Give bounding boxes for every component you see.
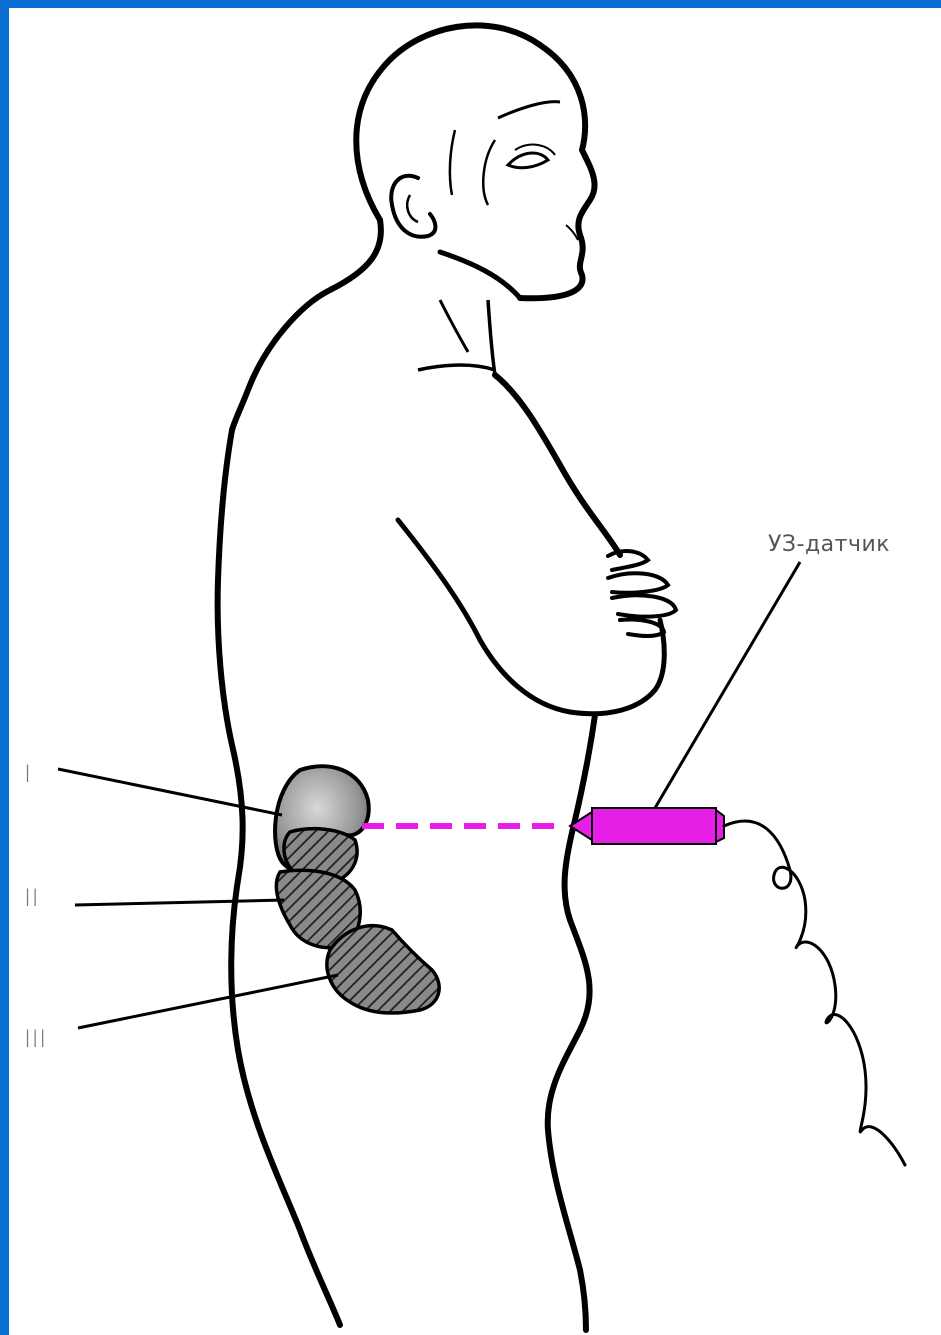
probe-body: [592, 808, 716, 844]
ultrasound-probe: [570, 808, 724, 844]
organ-group: [275, 766, 439, 1013]
belly-outline: [548, 715, 595, 1330]
leader-II: [75, 900, 284, 905]
label-III: III: [24, 1025, 47, 1053]
front-outline: [495, 375, 620, 555]
ear: [391, 176, 435, 237]
hand: [608, 551, 676, 636]
eyebrow: [498, 102, 560, 118]
cheek-line: [483, 140, 495, 205]
leader-I: [58, 769, 282, 815]
head-outline: [356, 25, 594, 298]
ear-inner: [407, 195, 418, 222]
collar-line: [418, 365, 495, 370]
body-illustration: [9, 8, 941, 1335]
eye: [508, 153, 548, 168]
leader-III: [78, 975, 338, 1028]
segment-III: [327, 926, 439, 1013]
leader-probe: [655, 562, 800, 808]
probe-label: УЗ-датчик: [768, 532, 890, 557]
jaw-line: [440, 252, 520, 298]
probe-cable: [724, 821, 905, 1165]
label-I: I: [24, 760, 32, 788]
diagram-canvas: УЗ-датчик I II III: [9, 8, 941, 1335]
neck-front: [440, 300, 468, 352]
neck-back: [232, 220, 381, 430]
temple-line: [450, 130, 455, 195]
label-II: II: [24, 884, 39, 912]
throat-line: [488, 300, 495, 375]
